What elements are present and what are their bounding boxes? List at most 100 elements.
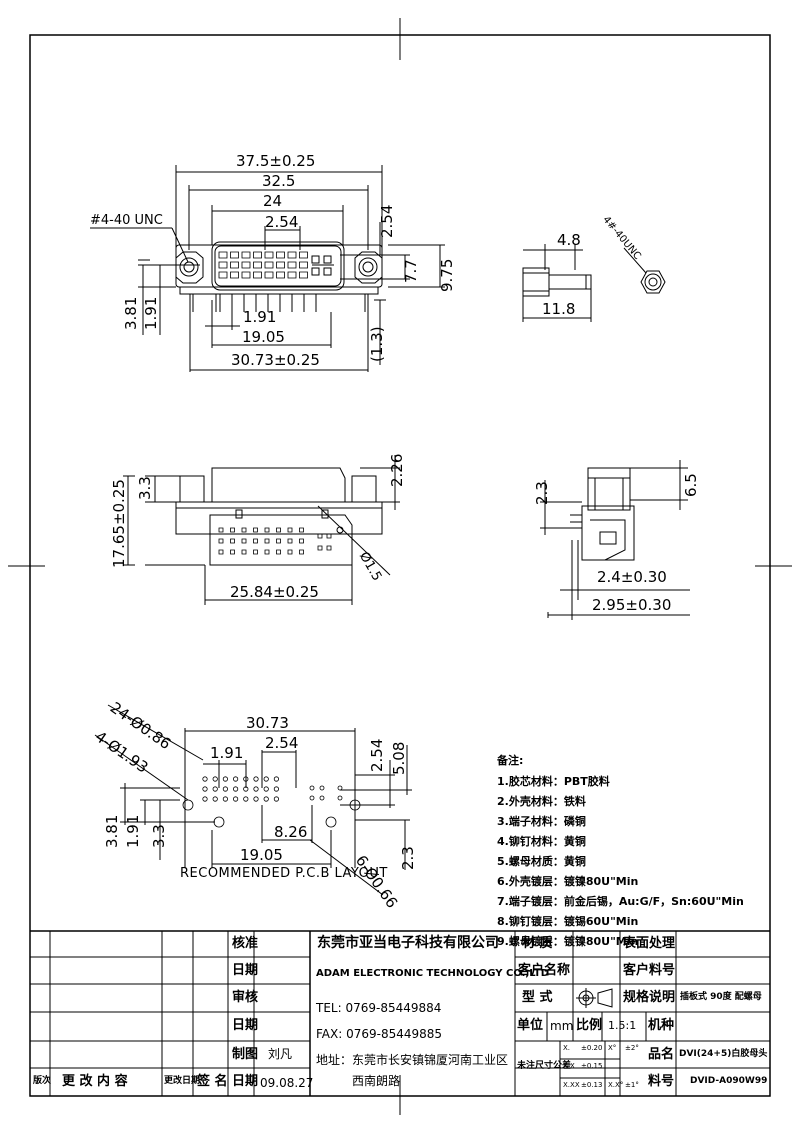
dim-side-65: 6.5 xyxy=(682,473,700,497)
label-cust-part: 客户料号 xyxy=(623,963,676,978)
dim-tail-13: (1.3) xyxy=(368,326,386,362)
projection-symbol xyxy=(576,988,613,1008)
dim-overall-width: 37.5±0.25 xyxy=(236,152,316,170)
note-item: 6.外壳镀层：镀镍80U"Min xyxy=(497,875,639,888)
label-review: 审核 xyxy=(232,990,259,1005)
dim-nut-48: 4.8 xyxy=(557,231,581,249)
label-model: 型 式 xyxy=(522,990,553,1005)
note-item: 9.螺母镀层：镀镍80U"Min xyxy=(497,935,639,948)
dim-width-2584: 25.84±0.25 xyxy=(230,583,319,601)
dim-pcb-1905: 19.05 xyxy=(240,846,283,864)
notes-heading: 备注: xyxy=(497,754,524,767)
label-surface: 表面处理 xyxy=(623,936,676,951)
dim-span-1905: 19.05 xyxy=(242,328,285,346)
side-view-drawing xyxy=(540,460,690,620)
dim-height-191: 1.91 xyxy=(142,296,160,330)
front-view-drawing xyxy=(123,455,400,605)
tolerance-cell: X° xyxy=(608,1044,617,1052)
note-item: 3.端子材料：磷铜 xyxy=(497,815,586,828)
company-name-en: ADAM ELECTRONIC TECHNOLOGY CO.,LTD xyxy=(316,968,550,979)
rev-label-date: 更改日期 xyxy=(164,1076,201,1086)
dim-body-width: 24 xyxy=(263,192,283,210)
dim-side-23: 2.3 xyxy=(533,481,551,505)
note-item: 8.铆钉镀层：镀锡60U"Min xyxy=(497,915,639,928)
top-view-drawing xyxy=(90,165,445,372)
label-approve: 核准 xyxy=(232,936,259,951)
address-line-1: 东莞市长安镇锦厦河南工业区 xyxy=(352,1053,509,1067)
dim-outer-height: 9.75 xyxy=(438,258,456,292)
value-part-no: DVID-A090W99 xyxy=(690,1076,768,1086)
note-item: 5.螺母材质：黄铜 xyxy=(497,855,586,868)
company-name-cn: 东莞市亚当电子科技有限公司 xyxy=(317,935,499,951)
dim-pcb-191: 1.91 xyxy=(210,744,244,762)
label-unit: 单位 xyxy=(517,1018,544,1033)
notes-list: 1.胶芯材料：PBT胶料 2.外壳材料：铁料 3.端子材料：磷铜 4.铆钉材料：黄铜 5… xyxy=(497,773,744,949)
dim-side-295: 2.95±0.30 xyxy=(592,596,672,614)
label-tolerance: 未注尺寸公差 xyxy=(517,1061,572,1071)
notes-block: 备注: 1.胶芯材料：PBT胶料 2.外壳材料：铁料 3.端子材料：磷铜 4.铆钉材料… xyxy=(497,752,744,953)
label-spec: 规格说明 xyxy=(623,990,676,1005)
rev-label-change: 更 改 内 容 xyxy=(62,1074,128,1089)
dim-inner-height: 7.7 xyxy=(402,259,420,283)
label-date-a: 日期 xyxy=(232,963,259,978)
dim-pcb-23: 2.3 xyxy=(399,846,417,870)
dim-height-381: 3.81 xyxy=(122,296,140,330)
label-date-b: 日期 xyxy=(232,1018,259,1033)
dim-height-1765: 17.65±0.25 xyxy=(110,479,128,568)
dim-nut-118: 11.8 xyxy=(542,300,576,318)
label-scale: 比例 xyxy=(576,1018,603,1033)
dim-pcb-381: 3.81 xyxy=(103,814,121,848)
address-line-2: 西南朗路 xyxy=(352,1074,401,1088)
label-customer: 客户名称 xyxy=(518,963,571,978)
address-label: 地址： xyxy=(316,1053,353,1067)
tolerance-cell: ±0.20 xyxy=(581,1044,603,1052)
tolerance-cell: ±1° xyxy=(625,1081,639,1089)
note-item: 1.胶芯材料：PBT胶料 xyxy=(497,775,610,788)
title-block-grid xyxy=(30,931,770,1096)
tolerance-cell: ±2° xyxy=(625,1044,639,1052)
rev-label-date2: 日期 xyxy=(232,1074,259,1089)
value-spec: 插板式 90度 配螺母 xyxy=(680,992,762,1002)
thread-label: #4-40 UNC xyxy=(90,213,163,228)
dim-pcb-254: 2.54 xyxy=(265,734,299,752)
company-fax: FAX: 0769-85449885 xyxy=(316,1027,443,1041)
pcb-layout-title: RECOMMENDED P.C.B LAYOUT xyxy=(180,866,388,881)
dim-height-33: 3.3 xyxy=(136,476,154,500)
note-item: 7.端子镀层：前金后锡，Au:G/F，Sn:60U"Min xyxy=(497,895,744,908)
value-drawn-by: 刘凡 xyxy=(268,1047,293,1061)
label-machine: 机种 xyxy=(648,1018,675,1033)
value-drawn-date: 09.08.27 xyxy=(260,1076,314,1090)
rev-label-sign: 签 名 xyxy=(197,1074,228,1089)
company-tel: TEL: 0769-85449884 xyxy=(316,1001,442,1015)
tolerance-cell: X.XX xyxy=(563,1081,580,1089)
dim-height-226: 2.26 xyxy=(388,453,406,487)
note-item: 2.外壳材料：铁料 xyxy=(497,795,586,808)
dim-pcb-3073: 30.73 xyxy=(246,714,289,732)
dim-pin-pitch: 2.54 xyxy=(265,213,299,231)
dim-pcb-191-v: 1.91 xyxy=(124,814,142,848)
label-product: 品名 xyxy=(648,1047,675,1062)
dim-span-3073: 30.73±0.25 xyxy=(231,351,320,369)
dim-pcb-v508: 5.08 xyxy=(390,741,408,775)
value-product: DVI(24+5)白胶母头 xyxy=(679,1049,768,1059)
tolerance-cell: ±0.15 xyxy=(581,1062,603,1070)
dim-pin-pitch-vertical: 2.54 xyxy=(378,204,396,238)
note-item: 4.铆钉材料：黄铜 xyxy=(497,835,586,848)
dim-pcb-826: 8.26 xyxy=(274,823,308,841)
dim-screw-pitch: 32.5 xyxy=(262,172,296,190)
rev-label-version: 版次 xyxy=(33,1076,52,1086)
dim-pcb-v254: 2.54 xyxy=(368,738,386,772)
dim-side-240: 2.4±0.30 xyxy=(597,568,667,586)
label-material: 材 质 xyxy=(522,936,553,951)
tolerance-cell: X.X xyxy=(563,1062,575,1070)
tolerance-cell: X.X° xyxy=(608,1081,624,1089)
nut-view-drawing xyxy=(523,244,666,322)
value-unit: mm xyxy=(550,1019,574,1033)
label-part-no: 料号 xyxy=(648,1074,675,1089)
label-drawn: 制图 xyxy=(232,1047,259,1062)
dim-pitch-191: 1.91 xyxy=(243,308,277,326)
tolerance-cell: X. xyxy=(563,1044,571,1052)
pcb-layout-drawing xyxy=(95,705,412,895)
